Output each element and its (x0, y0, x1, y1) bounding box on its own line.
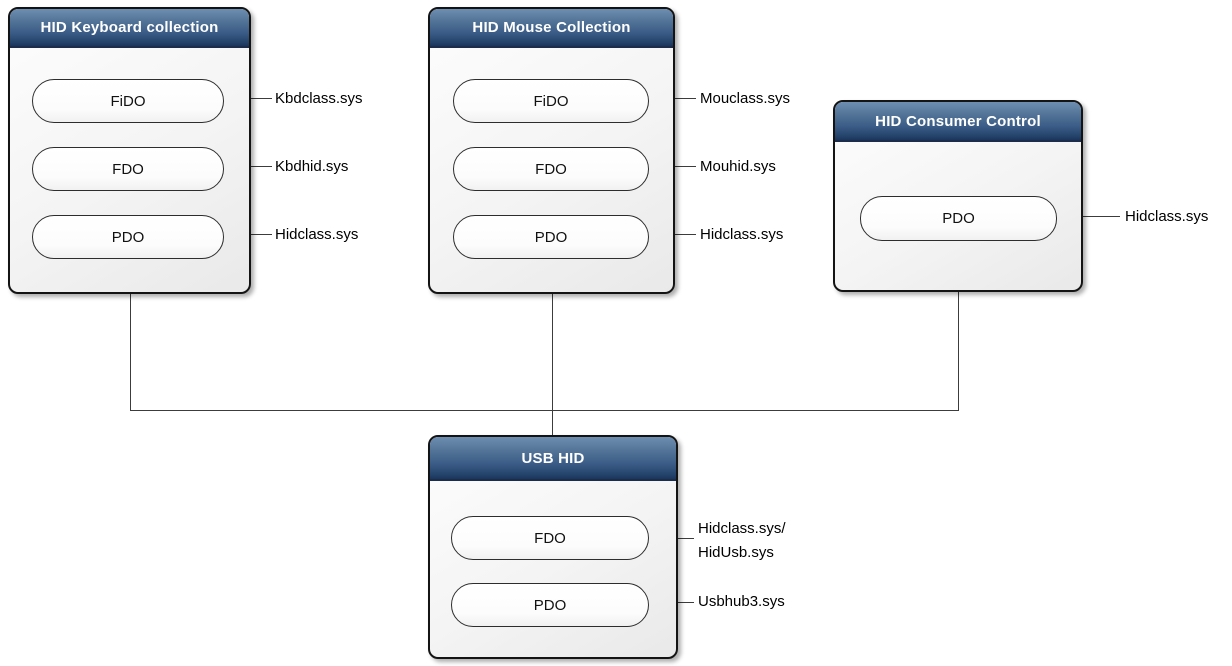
node-usb-hid: USB HID FDO PDO (428, 435, 678, 659)
driver-label-hidclass: Hidclass.sys (700, 226, 784, 243)
driver-label-kbdhid: Kbdhid.sys (275, 158, 349, 175)
connector-line-mouse-to-usbhid (552, 294, 553, 436)
pill-label: FDO (112, 160, 144, 178)
pill-label: FiDO (533, 92, 569, 110)
pill-fido: FiDO (453, 79, 649, 123)
pill-pdo: PDO (453, 215, 649, 259)
pill-pdo: PDO (860, 196, 1057, 241)
pill-fido: FiDO (32, 79, 224, 123)
pill-pdo: PDO (32, 215, 224, 259)
pill-pdo: PDO (451, 583, 649, 627)
node-title: HID Mouse Collection (430, 9, 673, 48)
pill-label: PDO (942, 210, 975, 227)
connector-line-keyboard-to-bus (130, 294, 131, 411)
pill-label: PDO (533, 596, 567, 614)
node-title: HID Keyboard collection (10, 9, 249, 48)
leader-line (1055, 216, 1120, 217)
pill-label: FDO (534, 529, 566, 547)
pill-label: FiDO (110, 92, 146, 110)
pill-label: PDO (111, 228, 145, 246)
pill-fdo: FDO (451, 516, 649, 560)
node-hid-mouse-collection: HID Mouse Collection FiDO FDO PDO (428, 7, 675, 294)
driver-label-usbhub3: Usbhub3.sys (698, 593, 785, 610)
driver-label-hidclass-hidusb: Hidclass.sys/ HidUsb.sys (698, 520, 786, 561)
driver-label-mouclass: Mouclass.sys (700, 90, 791, 107)
pill-label: FDO (535, 160, 567, 178)
connector-line-horizontal-bus (130, 410, 959, 411)
node-hid-keyboard-collection: HID Keyboard collection FiDO FDO PDO (8, 7, 251, 294)
pill-fdo: FDO (453, 147, 649, 191)
node-title: USB HID (430, 437, 676, 481)
driver-label-hidclass: Hidclass.sys (275, 226, 359, 243)
pill-fdo: FDO (32, 147, 224, 191)
driver-label-hidclass: Hidclass.sys (1125, 208, 1209, 225)
node-hid-consumer-control: HID Consumer Control PDO (833, 100, 1083, 292)
driver-label-kbdclass: Kbdclass.sys (275, 90, 363, 107)
pill-label: PDO (534, 228, 568, 246)
node-title: HID Consumer Control (835, 102, 1081, 142)
driver-label-mouhid: Mouhid.sys (700, 158, 776, 175)
connector-line-consumer-to-bus (958, 292, 959, 411)
